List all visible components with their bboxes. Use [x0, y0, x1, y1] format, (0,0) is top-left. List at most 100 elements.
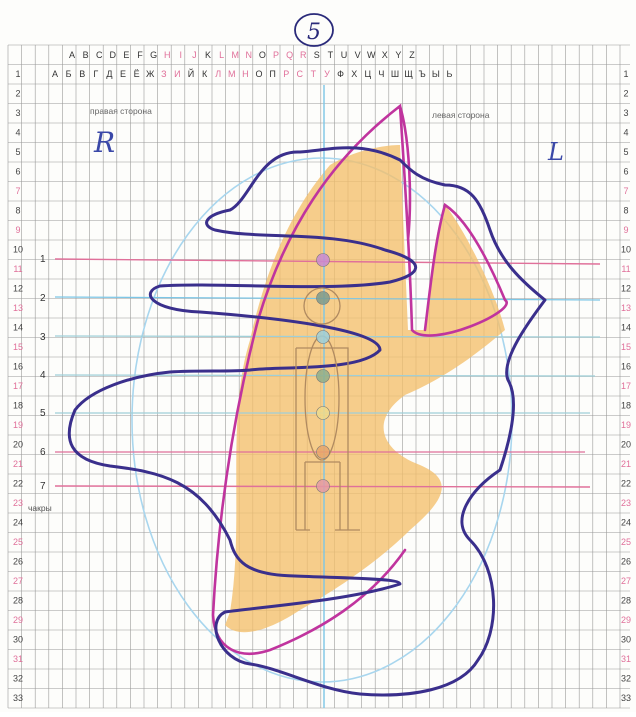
latin-letter: Y — [395, 50, 401, 60]
row-number-left: 28 — [13, 596, 23, 606]
latin-letter: E — [123, 50, 129, 60]
latin-letter: P — [273, 50, 279, 60]
chakra-number-labels: 1 2 3 4 5 6 7 — [40, 254, 46, 492]
latin-letter: Z — [409, 50, 415, 60]
row-number-right: 18 — [621, 401, 631, 411]
latin-letter: L — [219, 50, 224, 60]
row-number-left: 3 — [15, 108, 20, 118]
row-number-right: 7 — [623, 186, 628, 196]
cyrillic-letter: Д — [106, 69, 112, 79]
row-number-right: 12 — [621, 284, 631, 294]
row-number-right: 19 — [621, 420, 631, 430]
row-number-left: 10 — [13, 245, 23, 255]
row-number-right: 32 — [621, 674, 631, 684]
cyrillic-letter: У — [324, 69, 330, 79]
chakra-number: 6 — [40, 447, 46, 458]
row-number-left: 7 — [15, 186, 20, 196]
cyrillic-letter: Ц — [364, 69, 371, 79]
row-number-right: 27 — [621, 576, 631, 586]
cyrillic-letter: С — [297, 69, 304, 79]
cyrillic-letter: Ж — [146, 69, 155, 79]
row-number-left: 25 — [13, 537, 23, 547]
row-number-left: 18 — [13, 401, 23, 411]
row-number-left: 8 — [15, 206, 20, 216]
latin-letter: X — [382, 50, 388, 60]
cyrillic-letter: П — [269, 69, 275, 79]
row-number-left: 15 — [13, 342, 23, 352]
row-number-left: 24 — [13, 518, 23, 528]
cyrillic-letter: Е — [120, 69, 126, 79]
latin-letter: F — [137, 50, 143, 60]
cyrillic-letter: Ь — [446, 69, 452, 79]
row-number-left: 30 — [13, 635, 23, 645]
chakras-label: чакры — [28, 503, 52, 513]
row-number-left: 5 — [15, 147, 20, 157]
row-number-right: 1 — [623, 69, 628, 79]
cyrillic-letter: Б — [66, 69, 72, 79]
row-number-left: 13 — [13, 303, 23, 313]
row-number-left: 29 — [13, 615, 23, 625]
cyrillic-letter: В — [79, 69, 85, 79]
row-number-right: 33 — [621, 693, 631, 703]
latin-letter: S — [314, 50, 320, 60]
right-side-label: правая сторона — [90, 106, 152, 116]
row-number-left: 17 — [13, 381, 23, 391]
cyrillic-letter: Ы — [432, 69, 440, 79]
cyrillic-letter: Р — [283, 69, 289, 79]
chakra-number: 1 — [40, 254, 46, 265]
cyrillic-letter: М — [228, 69, 236, 79]
cyrillic-letter: Л — [215, 69, 221, 79]
row-number-left: 9 — [15, 225, 20, 235]
cyrillic-letter: Т — [311, 69, 317, 79]
row-number-left: 16 — [13, 362, 23, 372]
row-number-right: 3 — [623, 108, 628, 118]
row-number-right: 13 — [621, 303, 631, 313]
row-number-right: 23 — [621, 498, 631, 508]
page-number: 5 — [307, 20, 321, 45]
row-number-right: 8 — [623, 206, 628, 216]
latin-letter: H — [164, 50, 171, 60]
cyrillic-letter: К — [202, 69, 208, 79]
latin-letter: K — [205, 50, 211, 60]
cyrillic-letter: Г — [93, 69, 98, 79]
latin-letter: I — [180, 50, 183, 60]
row-number-right: 25 — [621, 537, 631, 547]
latin-letter: T — [328, 50, 334, 60]
row-number-right: 2 — [623, 89, 628, 99]
latin-letter: D — [110, 50, 117, 60]
row-number-left: 11 — [13, 264, 22, 274]
latin-letter: C — [96, 50, 103, 60]
row-number-right: 11 — [621, 264, 630, 274]
latin-letter: J — [192, 50, 197, 60]
row-number-right: 21 — [621, 459, 631, 469]
hand-letter-right: R — [93, 126, 115, 159]
cyrillic-letter: И — [174, 69, 180, 79]
row-number-left: 19 — [13, 420, 23, 430]
row-number-right: 31 — [621, 654, 631, 664]
row-number-right: 17 — [621, 381, 631, 391]
latin-letter: B — [83, 50, 89, 60]
row-number-left: 2 — [15, 89, 20, 99]
cyrillic-letter: Ё — [134, 69, 140, 79]
row-number-right: 15 — [621, 342, 631, 352]
orange-fill-region — [225, 145, 505, 632]
chakra-dot — [317, 254, 330, 267]
cyrillic-letter: А — [52, 69, 58, 79]
left-side-label: левая сторона — [432, 110, 490, 120]
latin-letter: M — [231, 50, 239, 60]
row-number-left: 12 — [13, 284, 23, 294]
row-number-right: 29 — [621, 615, 631, 625]
latin-letter: R — [300, 50, 307, 60]
latin-letter: G — [150, 50, 157, 60]
latin-letter: W — [367, 50, 376, 60]
cyrillic-letter: Н — [242, 69, 249, 79]
chakra-dot — [317, 331, 330, 344]
row-number-left: 23 — [13, 498, 23, 508]
row-number-left: 31 — [13, 654, 23, 664]
row-number-right: 28 — [621, 596, 631, 606]
latin-letter: U — [341, 50, 348, 60]
latin-letter: N — [246, 50, 253, 60]
cyrillic-letter: Щ — [404, 69, 413, 79]
chakra-dot — [317, 292, 330, 305]
